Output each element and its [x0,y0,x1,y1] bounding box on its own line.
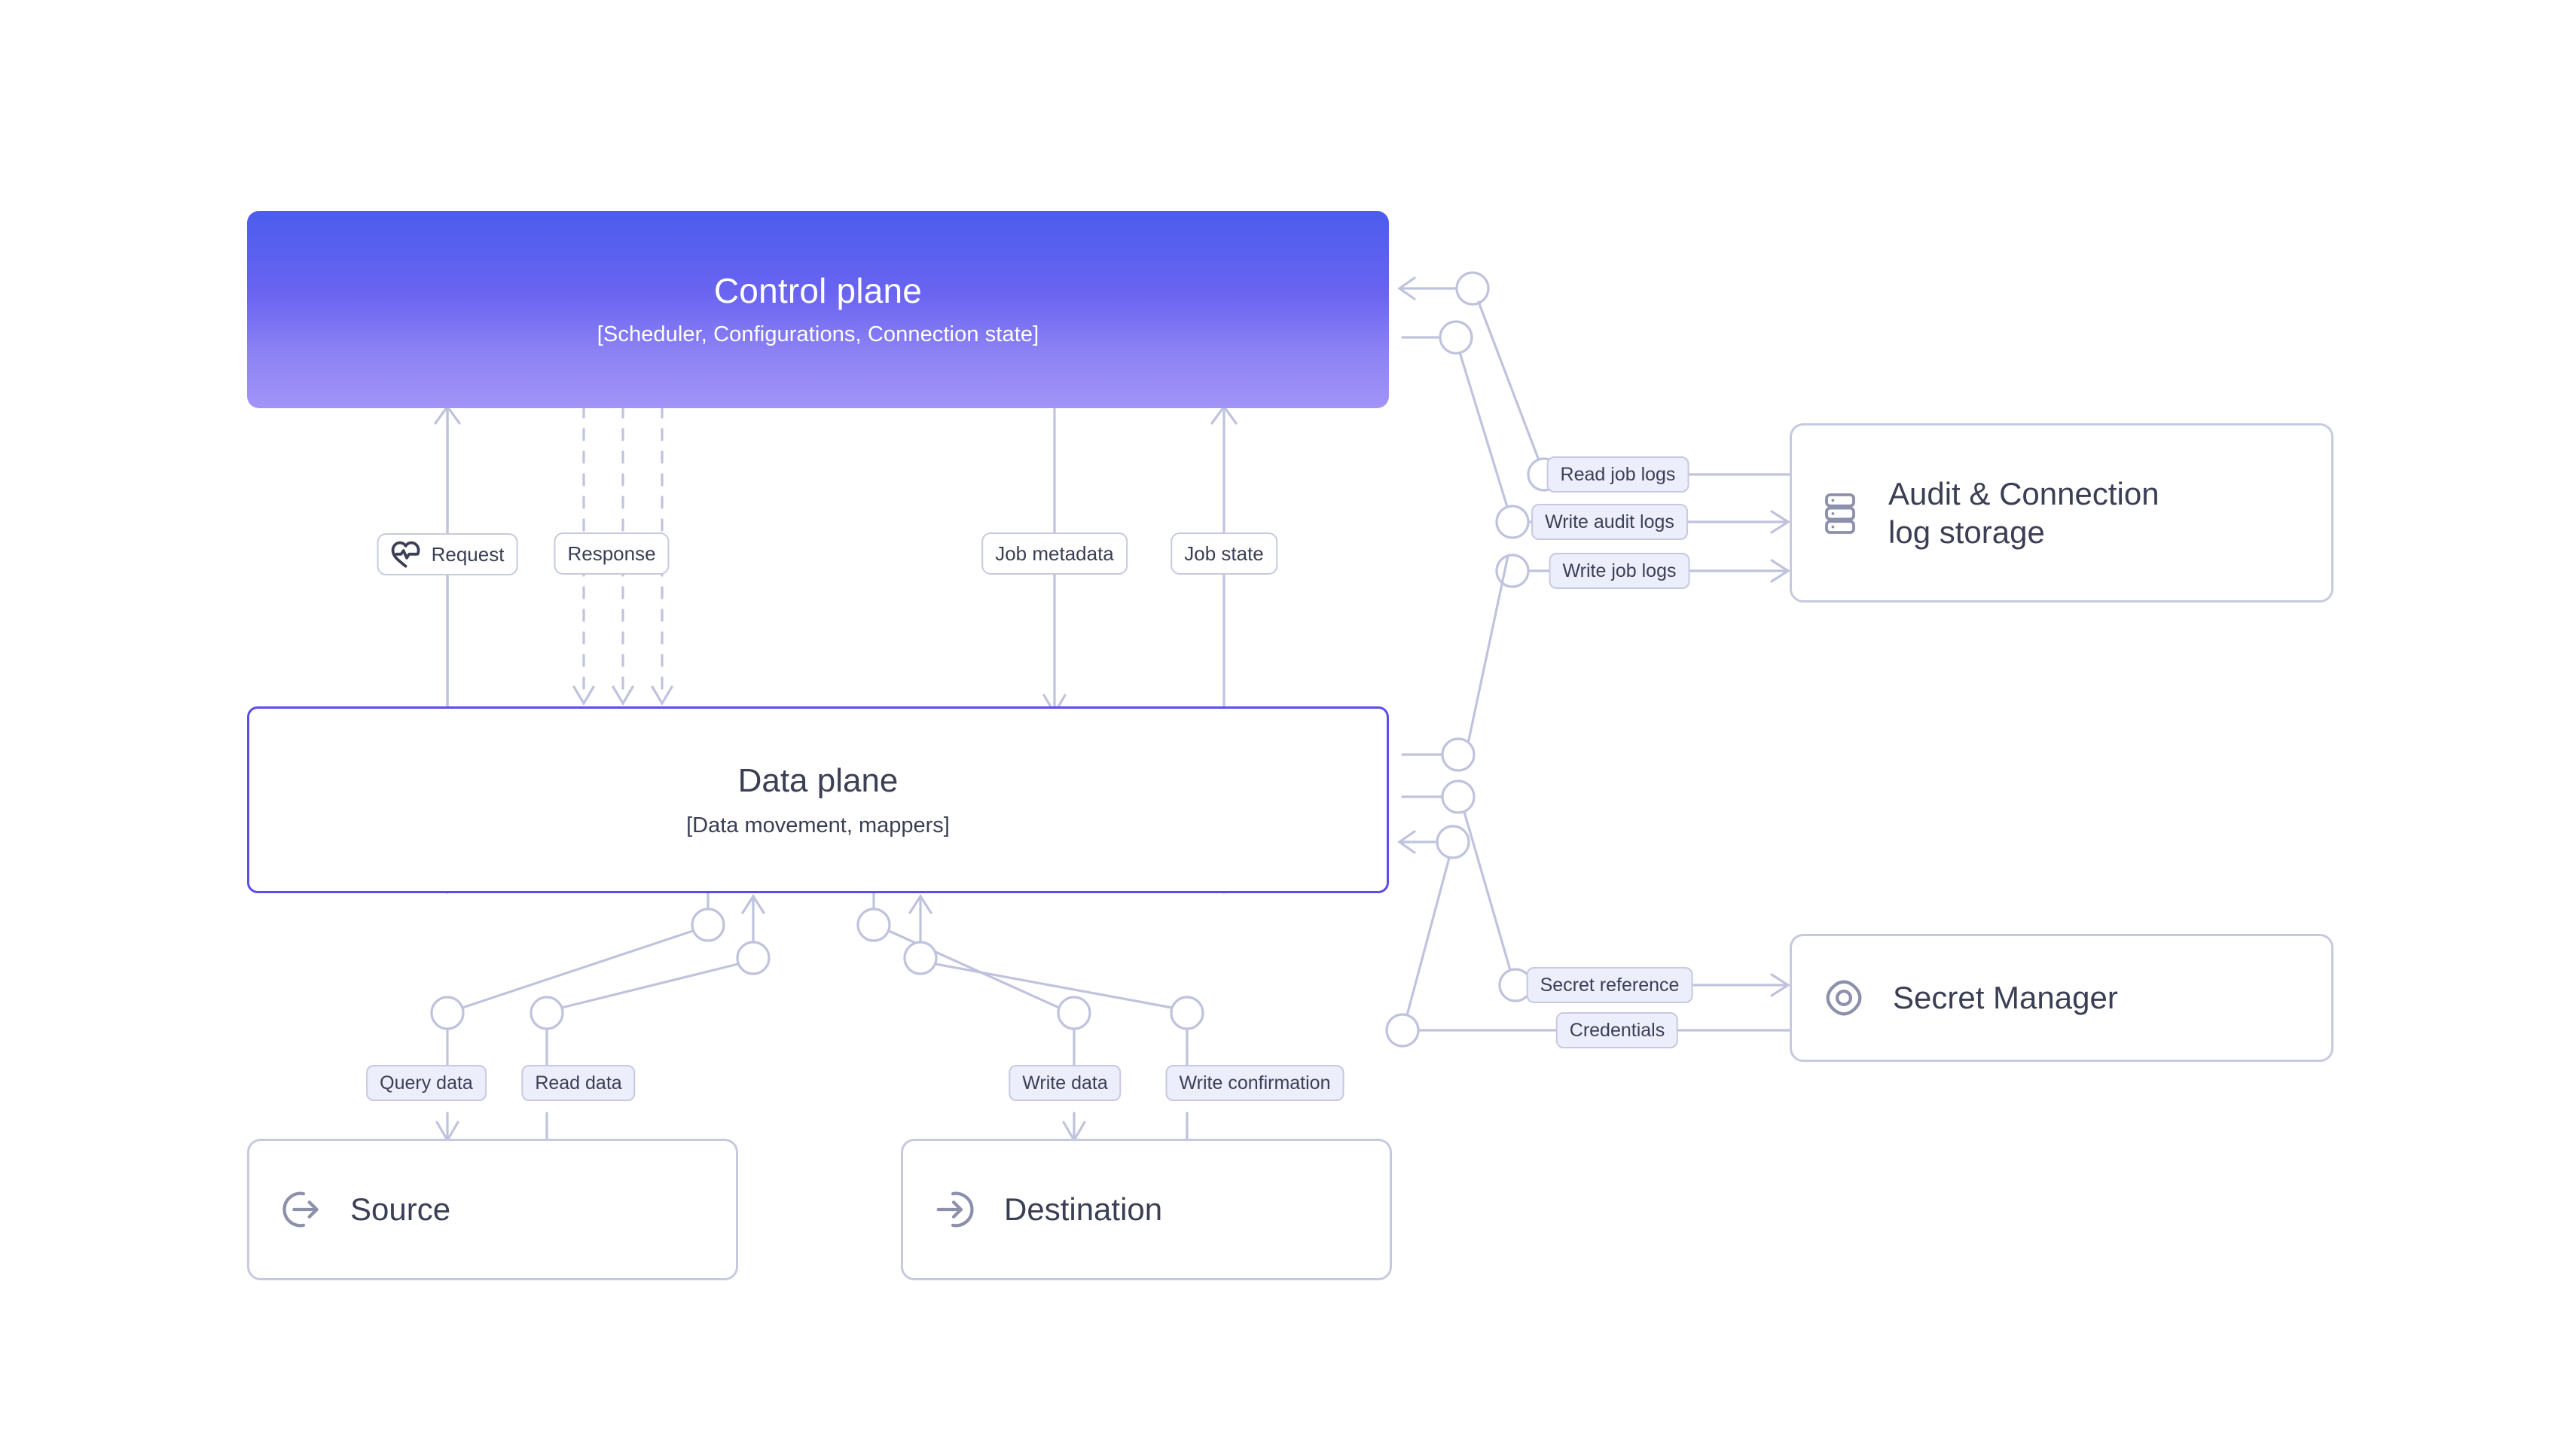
edge-label-write-audit-logs[interactable]: Write audit logs [1531,504,1688,540]
control-plane-title: Control plane [713,271,923,311]
node-data-plane[interactable]: Data plane [Data movement, mappers] [247,706,1389,893]
edge-label-job-state-text: Job state [1184,541,1264,565]
control-plane-subtitle: [Scheduler, Configurations, Connection s… [597,322,1039,346]
node-control-plane[interactable]: Control plane [Scheduler, Configurations… [247,211,1389,408]
edge-label-read-data[interactable]: Read data [521,1065,636,1101]
server-stack-icon [1821,490,1863,536]
audit-log-storage-label: Audit & Connection log storage [1888,474,2159,551]
edge-label-write-data[interactable]: Write data [1009,1065,1122,1101]
node-audit-log-storage[interactable]: Audit & Connection log storage [1790,423,2333,602]
edge-label-write-job-logs[interactable]: Write job logs [1549,553,1690,589]
edge-label-response[interactable]: Response [554,532,670,575]
edge-label-write-data-text: Write data [1022,1072,1108,1094]
edge-label-credentials[interactable]: Credentials [1555,1012,1679,1048]
edge-label-credentials-text: Credentials [1569,1019,1665,1041]
edge-label-response-text: Response [567,541,656,565]
edge-label-job-state[interactable]: Job state [1170,532,1277,575]
edge-label-request-text: Request [431,542,505,566]
edge-label-secret-reference-text: Secret reference [1540,974,1680,996]
edge-label-read-data-text: Read data [535,1072,622,1094]
node-destination[interactable]: Destination [901,1139,1392,1280]
node-secret-manager[interactable]: Secret Manager [1790,934,2333,1062]
secret-manager-label: Secret Manager [1893,980,2118,1016]
destination-label: Destination [1004,1191,1163,1228]
audit-log-storage-label-line1: Audit & Connection [1888,475,2159,511]
edge-label-query-data[interactable]: Query data [366,1065,487,1101]
data-plane-title: Data plane [737,761,899,799]
audit-log-storage-label-line2: log storage [1888,514,2045,550]
eye-target-icon [1821,975,1867,1021]
node-source[interactable]: Source [247,1139,738,1280]
edge-label-write-job-logs-text: Write job logs [1562,560,1677,581]
edge-label-read-job-logs[interactable]: Read job logs [1546,456,1689,493]
edge-label-request[interactable]: Request [377,533,518,575]
edge-label-query-data-text: Query data [380,1072,473,1094]
edge-label-write-confirmation-text: Write confirmation [1179,1072,1331,1094]
heart-pulse-icon [391,540,421,569]
edge-label-secret-reference[interactable]: Secret reference [1526,967,1693,1003]
edge-label-job-metadata-text: Job metadata [995,541,1114,565]
edge-label-read-job-logs-text: Read job logs [1560,463,1676,485]
edge-label-job-metadata[interactable]: Job metadata [981,532,1128,575]
arrow-out-of-circle-icon [278,1186,325,1233]
data-plane-subtitle: [Data movement, mappers] [686,813,950,837]
edge-label-write-confirmation[interactable]: Write confirmation [1165,1065,1344,1101]
source-label: Source [350,1191,451,1228]
arrow-into-circle-icon [932,1186,978,1233]
edge-label-write-audit-logs-text: Write audit logs [1545,511,1674,532]
